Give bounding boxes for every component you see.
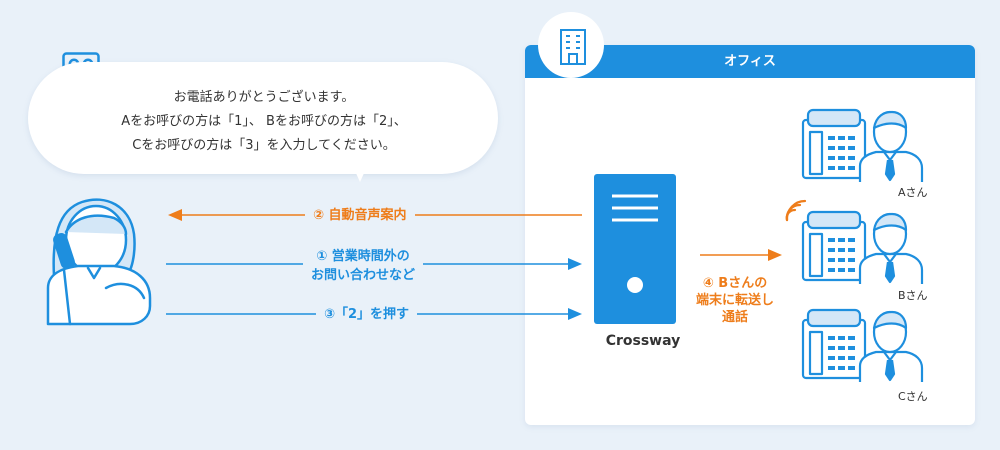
staff-a-station [801, 108, 924, 182]
staff-person-icon [858, 110, 924, 182]
arrow-transfer [700, 249, 782, 261]
speech-bubble [28, 62, 498, 174]
staff-c-label: Cさん [898, 390, 928, 403]
label-after-hours-line-2: お問い合わせなど [311, 268, 416, 283]
staff-c-station [801, 308, 924, 382]
staff-a-label: Aさん [898, 186, 928, 199]
building-icon [560, 29, 586, 65]
label-transfer: ④ Bさんの 端末に転送し 通話 [680, 275, 790, 326]
office-title: オフィス [724, 54, 776, 69]
desk-phone-icon [801, 308, 867, 380]
label-auto-voice: ② 自動音声案内 [305, 206, 415, 225]
label-after-hours-line-1: ① 営業時間外の [316, 249, 410, 264]
server-icon [594, 174, 676, 324]
label-press-2: ③「2」を押す [316, 305, 418, 324]
label-transfer-line-1: ④ Bさんの [702, 276, 768, 291]
building-badge [538, 12, 604, 78]
speech-bubble-text: お電話ありがとうございます。 Aをお呼びの方は「1」、 Bをお呼びの方は「2」、… [40, 86, 488, 158]
bubble-line-2: Aをお呼びの方は「1」、 Bをお呼びの方は「2」、 [121, 114, 407, 129]
desk-phone-icon [801, 108, 867, 180]
bubble-line-3: Cをお呼びの方は「3」を入力してください。 [132, 138, 396, 153]
bubble-line-1: お電話ありがとうございます。 [173, 90, 355, 105]
desk-phone-icon [801, 210, 867, 282]
staff-person-icon [858, 310, 924, 382]
label-after-hours: ① 営業時間外の お問い合わせなど [303, 247, 424, 285]
staff-b-station [801, 210, 924, 284]
ringing-waves-icon [785, 199, 807, 222]
label-transfer-line-2: 端末に転送し [695, 293, 774, 308]
staff-person-icon [858, 212, 924, 284]
caller-person-icon [46, 198, 152, 326]
staff-b-label: Bさん [898, 289, 928, 302]
speech-bubble-tail [350, 160, 370, 182]
label-transfer-line-3: 通話 [721, 310, 748, 325]
server-name: Crossway [605, 333, 681, 349]
